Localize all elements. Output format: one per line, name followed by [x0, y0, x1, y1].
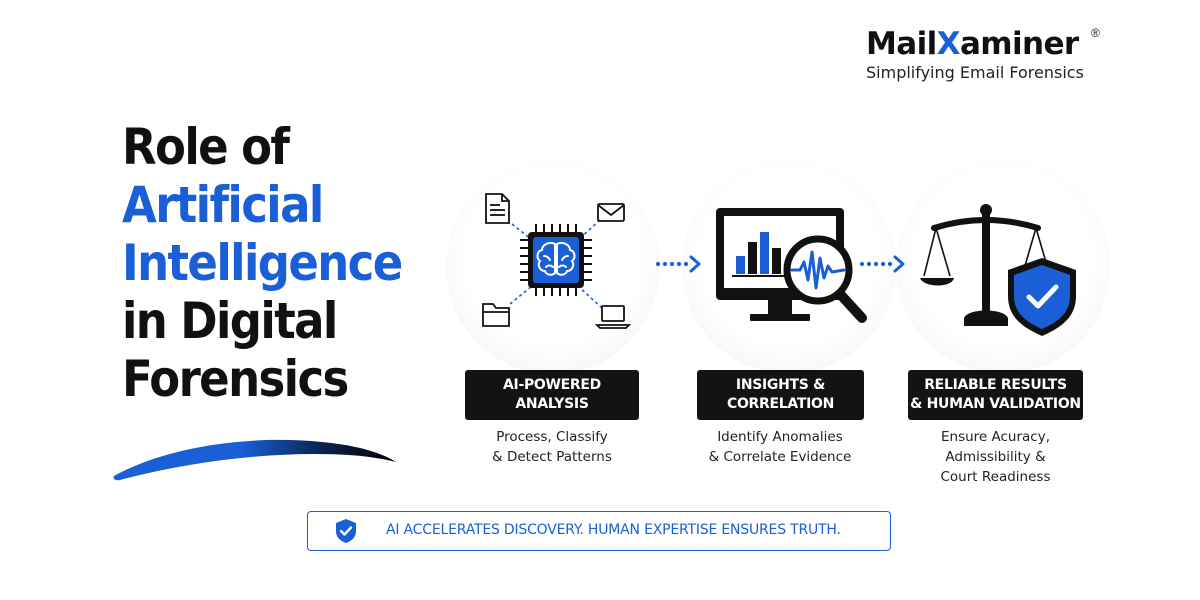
- document-icon: [485, 193, 510, 224]
- stage-3-backdrop: [896, 160, 1110, 374]
- stage-1-illustration: [482, 193, 632, 329]
- brand-logo: MailXaminer ® Simplifying Email Forensic…: [866, 26, 1106, 82]
- mail-icon: [597, 203, 625, 222]
- stage-2-description: Identify Anomalies & Correlate Evidence: [708, 429, 852, 465]
- title-line-highlight: Artificial: [122, 176, 324, 234]
- folder-icon: [482, 303, 510, 327]
- magnifier-waveform-icon: [783, 235, 867, 323]
- title-line-highlight: Intelligence: [122, 234, 403, 292]
- dotted-arrow-icon: [655, 255, 701, 273]
- brand-x-letter: X: [936, 26, 961, 62]
- tagline-banner: AI ACCELERATES DISCOVERY. HUMAN EXPERTIS…: [307, 511, 891, 551]
- brand-tagline: Simplifying Email Forensics: [866, 63, 1084, 82]
- brush-stroke-decoration: [113, 439, 397, 481]
- laptop-icon: [594, 305, 632, 329]
- brand-name: MailXaminer: [866, 26, 1079, 62]
- shield-check-icon: [1008, 258, 1076, 336]
- page-title: Role of Artificial Intelligence in Digit…: [122, 118, 433, 408]
- shield-check-icon: [336, 519, 356, 543]
- stage-3-description: Ensure Acuracy, Admissibility & Court Re…: [940, 429, 1051, 485]
- stage-2-label: INSIGHTS &CORRELATION: [697, 370, 864, 420]
- title-line: Forensics: [122, 350, 349, 408]
- chip-brain-icon: [520, 224, 592, 296]
- dotted-arrow-icon: [859, 255, 905, 273]
- title-line: in Digital: [122, 292, 338, 350]
- title-line: Role of: [122, 118, 290, 176]
- stage-2-illustration: [716, 208, 867, 323]
- stage-3-illustration: [920, 204, 1076, 336]
- banner-text: AI ACCELERATES DISCOVERY. HUMAN EXPERTIS…: [386, 522, 841, 538]
- stage-3-label: RELIABLE RESULTS& HUMAN VALIDATION: [908, 370, 1083, 420]
- stage-1-description: Process, Classify & Detect Patterns: [492, 429, 612, 465]
- registered-mark: ®: [1091, 26, 1100, 40]
